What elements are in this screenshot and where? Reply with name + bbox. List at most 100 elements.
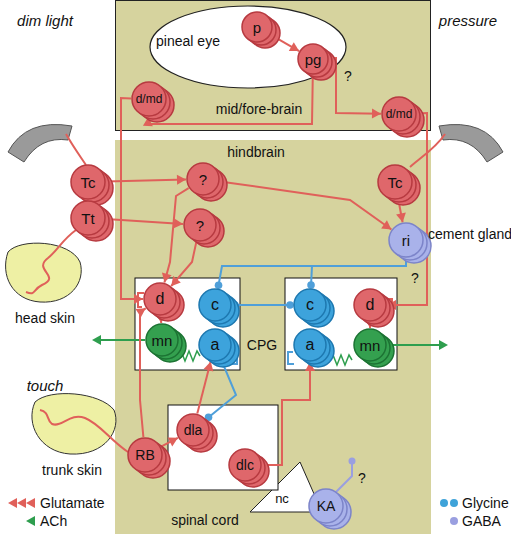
neuron: ri <box>388 222 424 258</box>
cell-label: ri <box>402 233 410 248</box>
cell-label: ? <box>196 218 204 233</box>
cell-body <box>242 12 272 42</box>
cpg-box <box>135 278 240 370</box>
sensory-neurite <box>26 230 76 293</box>
cell-body <box>354 289 386 321</box>
cell-label: dlc <box>236 458 254 472</box>
cell-label: Tt <box>81 211 94 226</box>
cell-label: p <box>253 20 261 35</box>
cell-label: c <box>306 297 314 313</box>
cell-body <box>184 209 216 241</box>
neuron: d <box>143 282 177 316</box>
cement-gland-right <box>439 124 503 162</box>
synapse-dot <box>349 458 356 465</box>
motor-output <box>387 344 440 346</box>
annotation-label: head skin <box>15 311 75 325</box>
synapse-triangle <box>168 438 178 447</box>
cell-body <box>199 329 231 361</box>
region-label: pineal eye <box>156 34 220 48</box>
cell-body <box>354 329 386 361</box>
cell-body <box>177 414 209 446</box>
cell-body <box>187 163 219 195</box>
neuron: Tc <box>70 164 106 200</box>
swatch-triangle <box>8 498 17 508</box>
legend-text: Glutamate <box>40 496 105 510</box>
swatch-triangle <box>17 498 26 508</box>
annotation-label: cement gland <box>428 227 511 241</box>
cell-body <box>146 324 178 356</box>
cell-body <box>298 44 328 74</box>
question-mark: ? <box>358 471 366 485</box>
neuron: a <box>293 328 327 362</box>
cell-body <box>378 165 412 199</box>
legend-swatch <box>430 514 464 528</box>
pineal-eye: pineal eyeppg <box>149 5 347 89</box>
annotation-label: CPG <box>247 338 277 352</box>
cell-body <box>309 489 343 523</box>
cpg-box <box>285 278 397 370</box>
cell-body <box>229 449 261 481</box>
cell-label: d <box>156 291 165 307</box>
neuron: RB <box>127 437 163 473</box>
cell-body <box>199 289 231 321</box>
neuron: Tc <box>377 164 413 200</box>
neuron: mn <box>353 328 387 362</box>
region-label: nc <box>275 492 289 505</box>
legend-swatch <box>2 496 36 510</box>
region-label: hindbrain <box>227 145 285 159</box>
synapse-triangle <box>135 308 145 317</box>
cell-label: d/md <box>386 108 413 120</box>
neuron: d/md <box>381 96 417 132</box>
synapse-dot <box>215 282 223 290</box>
swatch-dot <box>440 499 448 507</box>
neuron: c <box>198 288 232 322</box>
cell-body <box>294 289 326 321</box>
head-skin-patch <box>6 243 82 302</box>
neuron: d/md <box>131 81 167 117</box>
region-label: mid/fore-brain <box>216 102 302 116</box>
legend-swatch <box>2 514 36 528</box>
legend-text: GABA <box>462 514 501 528</box>
cell-label: a <box>306 337 315 353</box>
neuron: p <box>241 11 273 43</box>
cell-label: d/md <box>136 93 163 105</box>
swatch-dot <box>450 517 458 525</box>
neuron: dla <box>176 413 210 447</box>
annotation-label: trunk skin <box>42 463 102 477</box>
neuron: ? <box>183 208 217 242</box>
sensory-neurite <box>66 134 86 165</box>
annotation-label: touch <box>27 378 64 393</box>
cell-body <box>128 438 162 472</box>
swatch-dot <box>450 499 458 507</box>
cell-label: d <box>366 297 375 313</box>
motor-arrowhead <box>92 335 101 345</box>
cell-label: Tc <box>388 175 403 190</box>
spinal-box <box>168 405 278 490</box>
annotation-label: dim light <box>17 13 73 28</box>
neuron: a <box>198 328 232 362</box>
recurrent-loop <box>288 352 294 364</box>
neuron: c <box>293 288 327 322</box>
cell-body <box>132 82 166 116</box>
cell-label: mn <box>360 338 381 353</box>
neuron: KA <box>308 488 344 524</box>
legend-swatch <box>430 496 464 510</box>
cell-body <box>71 165 105 199</box>
cell-body <box>144 283 176 315</box>
cell-label: mn <box>152 333 173 348</box>
trunk-skin-patch <box>32 394 116 455</box>
neuron: mn <box>145 323 179 357</box>
cell-body <box>389 223 423 257</box>
neuron: d <box>353 288 387 322</box>
legend-text: Glycine <box>462 496 509 510</box>
cell-label: KA <box>317 499 336 513</box>
cell-body <box>294 329 326 361</box>
region-label: spinal cord <box>171 513 239 527</box>
neuron: ? <box>186 162 220 196</box>
question-mark: ? <box>411 271 419 285</box>
cell-label: c <box>211 297 219 313</box>
synapse-triangle <box>171 276 181 286</box>
legend-text: ACh <box>40 514 67 528</box>
ellipse-outline <box>150 6 346 88</box>
